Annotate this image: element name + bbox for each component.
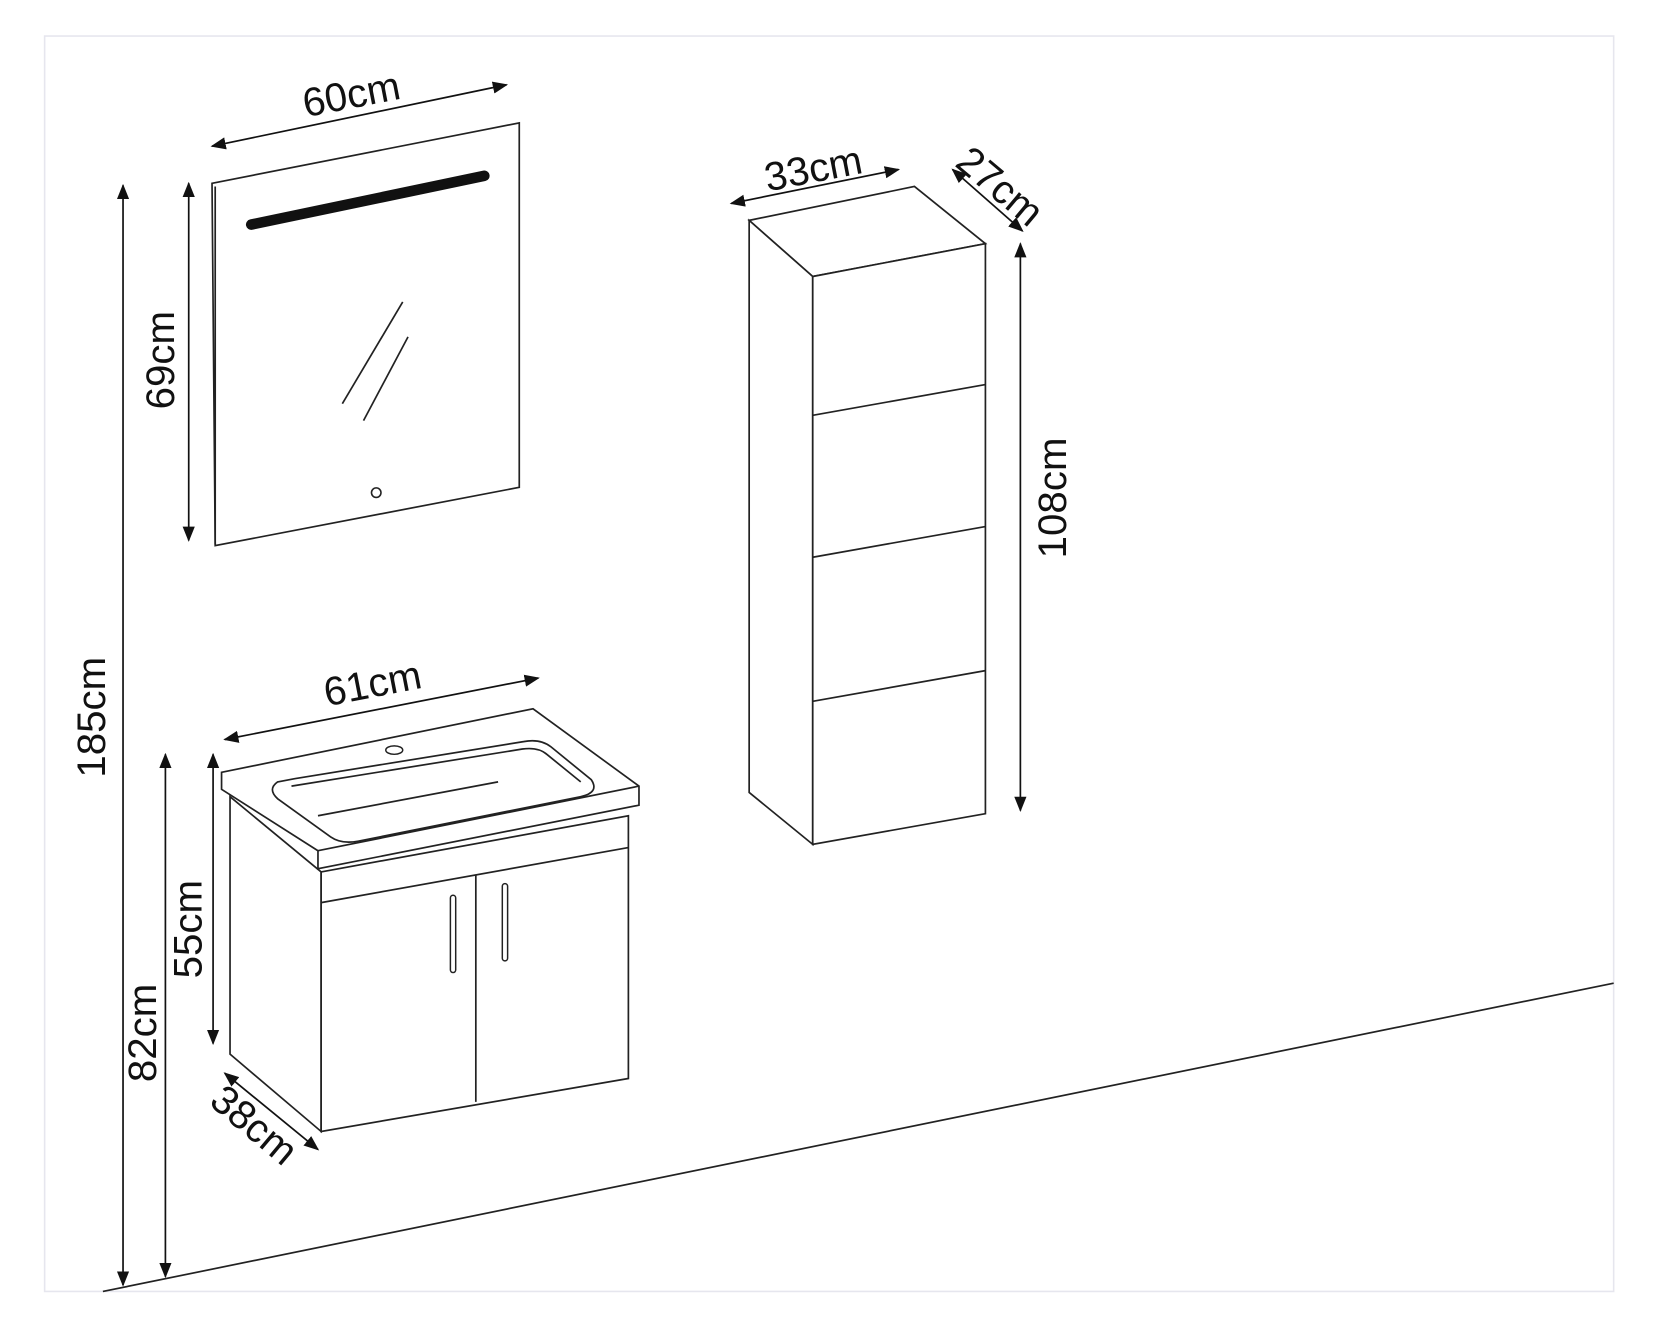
led-mirror: [211, 121, 521, 547]
touch-switch-icon: [370, 487, 382, 499]
label-mirror-height: 69cm: [138, 311, 183, 409]
basin-bowl: [271, 739, 595, 843]
floor-line: [102, 982, 1614, 1293]
dim-line-basin-width: [223, 674, 540, 743]
tap-hole: [385, 745, 404, 756]
door-handle-left: [449, 894, 457, 974]
dim-line-cabinet-width: [729, 166, 901, 207]
tall-cabinet: [747, 185, 988, 847]
vanity-unit: [220, 707, 640, 1134]
reflection-line: [362, 336, 409, 421]
label-floor-to-basin: 82cm: [120, 984, 165, 1082]
dim-line-mirror-width: [210, 81, 509, 150]
label-vanity-height: 55cm: [165, 880, 210, 978]
label-cabinet-width: 33cm: [761, 137, 866, 200]
label-total-height: 185cm: [69, 657, 114, 778]
dim-line-vanity-depth: [223, 1072, 320, 1151]
label-basin-width: 61cm: [320, 652, 425, 715]
label-cabinet-height: 108cm: [1030, 438, 1075, 559]
label-cabinet-depth: 27cm: [948, 138, 1052, 236]
led-light-bar: [245, 170, 490, 230]
frame-border: [43, 35, 1615, 1293]
label-mirror-width: 60cm: [299, 63, 404, 126]
door-handle-right: [501, 882, 509, 962]
reflection-line: [341, 301, 404, 405]
dim-line-cabinet-depth: [951, 168, 1024, 232]
